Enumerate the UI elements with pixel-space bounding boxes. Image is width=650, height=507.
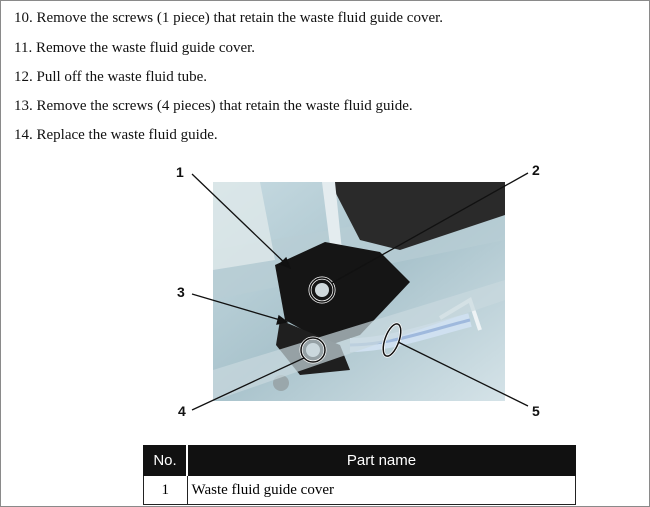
header-part-name: Part name <box>186 445 576 476</box>
step-12: 12. Pull off the waste fluid tube. <box>14 69 208 85</box>
cell-part-name: Waste fluid guide cover <box>186 475 576 505</box>
leader-lines <box>191 172 529 411</box>
header-no: No. <box>143 445 188 476</box>
table-row: 1 Waste fluid guide cover <box>143 475 576 505</box>
callout-5: 5 <box>532 403 540 419</box>
table-header-row: No. Part name <box>143 445 576 476</box>
callout-2: 2 <box>532 162 540 178</box>
step-13: 13. Remove the screws (4 pieces) that re… <box>14 98 413 114</box>
figure: 1 2 3 4 5 <box>176 162 540 419</box>
step-11: 11. Remove the waste fluid guide cover. <box>14 40 256 56</box>
callout-4: 4 <box>178 403 186 419</box>
printer-photo <box>213 182 505 401</box>
step-10: 10. Remove the screws (1 piece) that ret… <box>14 10 444 26</box>
cell-no: 1 <box>143 475 188 505</box>
callout-3: 3 <box>177 284 185 300</box>
parts-table: No. Part name 1 Waste fluid guide cover <box>143 445 576 505</box>
step-14: 14. Replace the waste fluid guide. <box>14 127 218 143</box>
callout-1: 1 <box>176 164 184 180</box>
